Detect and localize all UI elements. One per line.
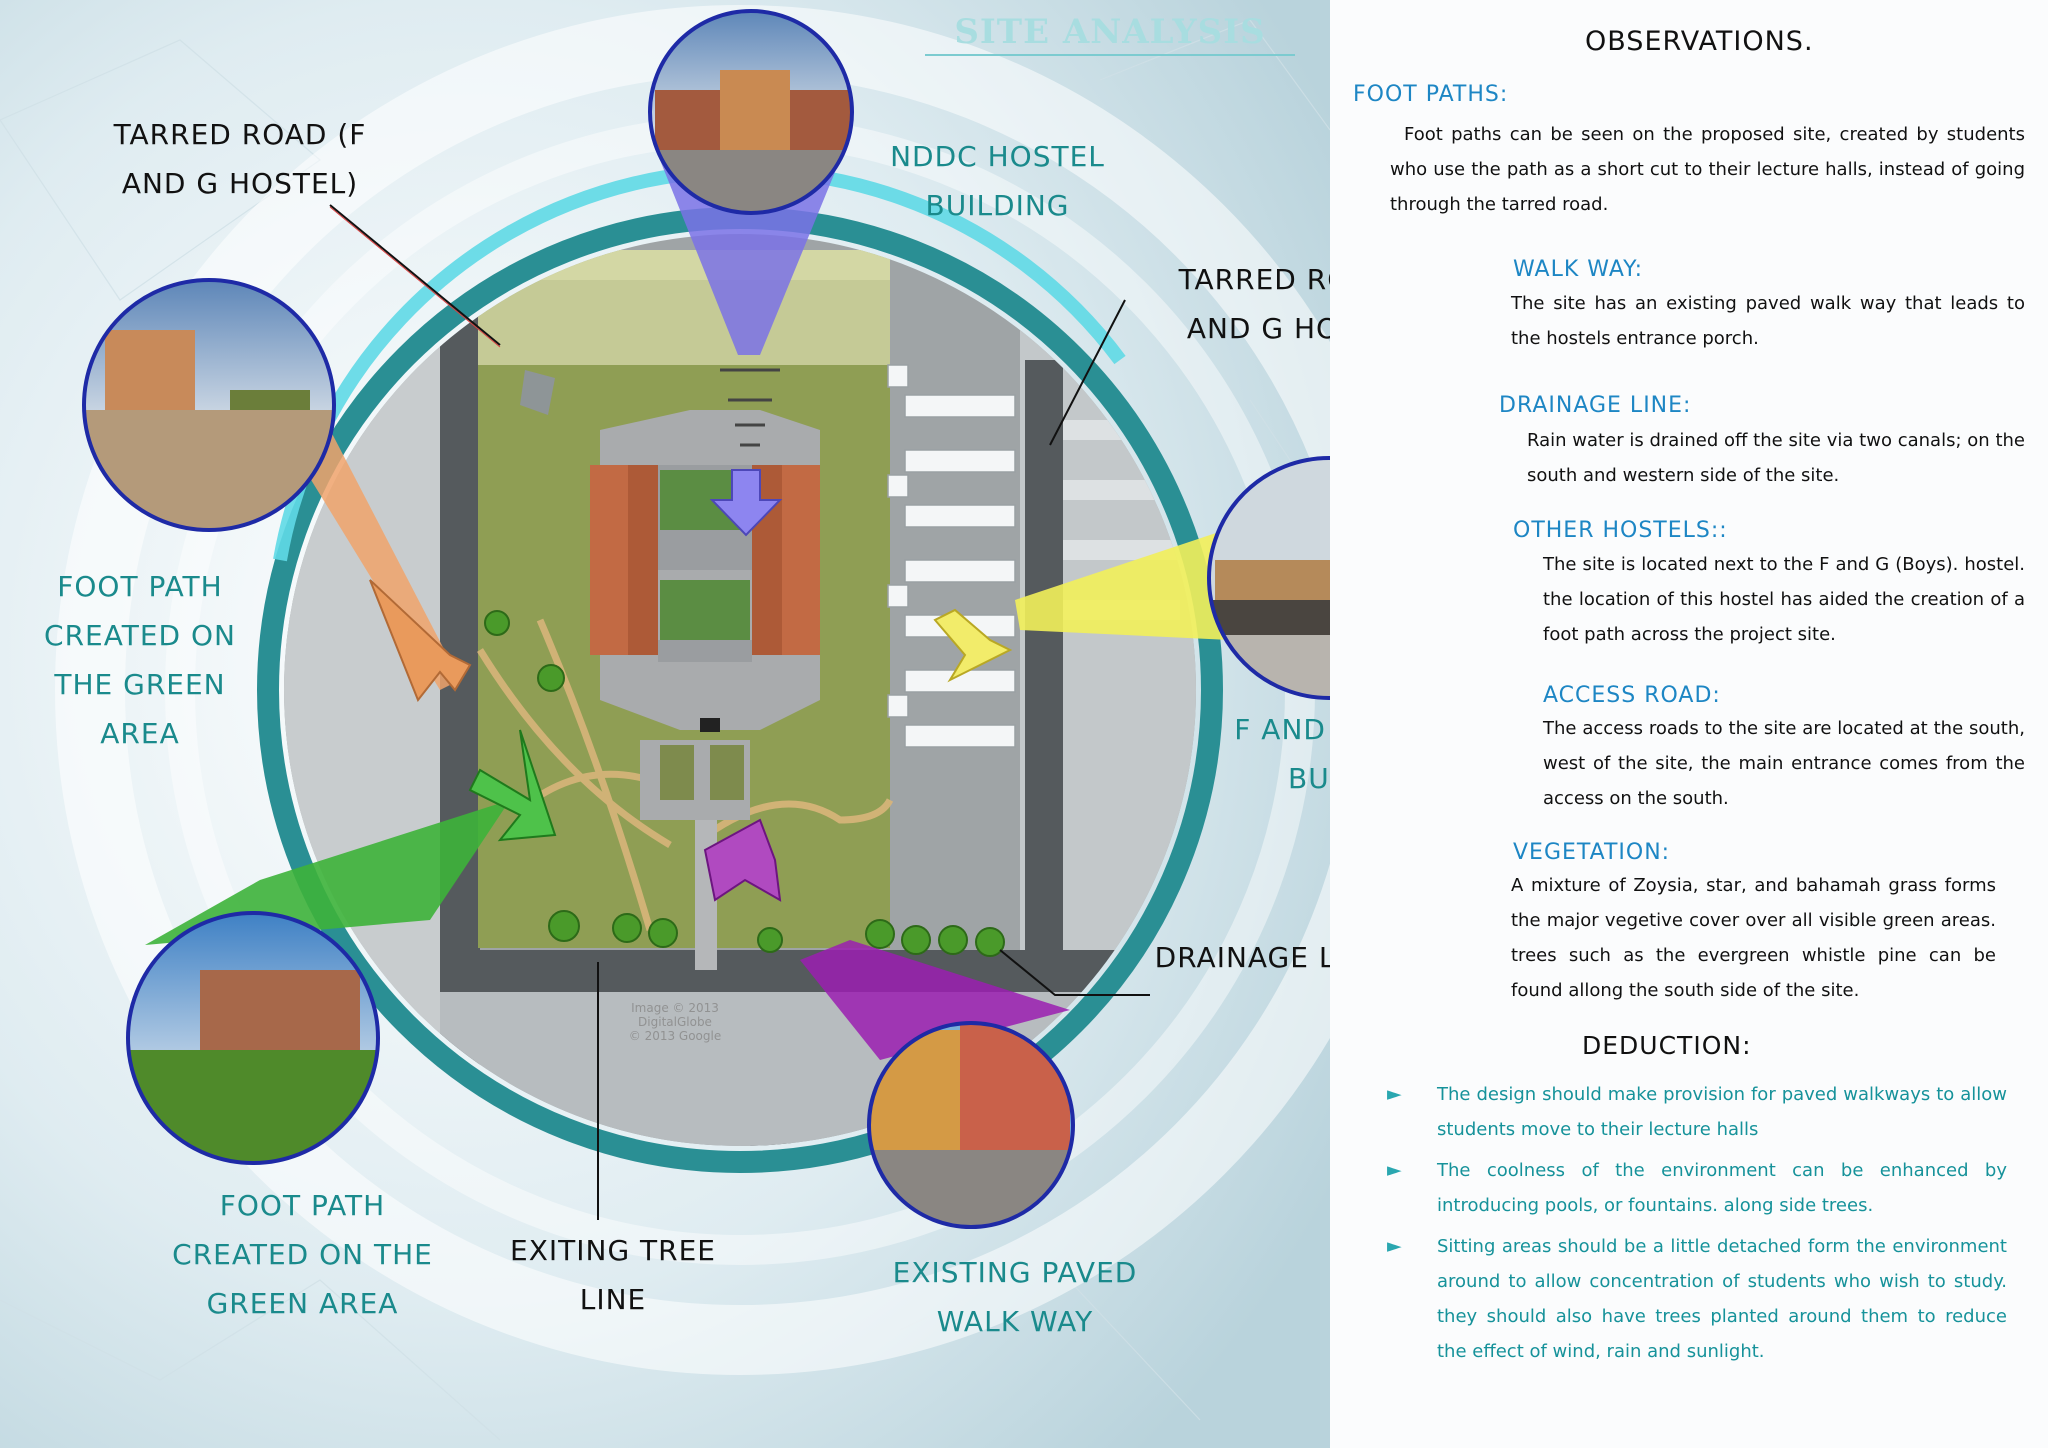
courtyard-south bbox=[660, 580, 750, 640]
photo-walkway bbox=[867, 1021, 1075, 1229]
text-vegetation: A mixture of Zoysia, star, and bahamah g… bbox=[1511, 875, 1996, 1001]
deduction-title: DEDUCTION: bbox=[1582, 1031, 1752, 1060]
text-access-road: The access roads to the site are located… bbox=[1543, 718, 2025, 809]
heading-foot-paths: FOOT PATHS: bbox=[1353, 82, 1509, 107]
heading-walk-way: WALK WAY: bbox=[1513, 257, 1644, 282]
fg-hostel-blocks bbox=[887, 364, 1016, 748]
east-road bbox=[1025, 360, 1063, 1000]
heading-other-hostels: OTHER HOSTELS:: bbox=[1513, 518, 1728, 543]
arrow-footpath-bottom bbox=[468, 729, 557, 842]
photo-foot-path-left bbox=[82, 278, 336, 532]
callout-walkway bbox=[703, 818, 1070, 1060]
photo-nddc-hostel bbox=[648, 9, 854, 215]
arrow-fg-hostel bbox=[933, 608, 1013, 683]
leader-accent bbox=[329, 206, 501, 348]
heading-vegetation: VEGETATION: bbox=[1513, 840, 1671, 865]
page-title: SITE ANALYSIS bbox=[954, 12, 1266, 52]
text-walk-way: The site has an existing paved walk way … bbox=[1511, 293, 2025, 349]
text-other-hostels: The site is located next to the F and G … bbox=[1543, 554, 2025, 645]
light-ring-arc bbox=[273, 163, 1126, 562]
heading-access-road: ACCESS ROAD: bbox=[1543, 683, 1721, 708]
text-foot-paths: Foot paths can be seen on the proposed s… bbox=[1390, 124, 2025, 215]
arrow-footpath-left bbox=[369, 579, 472, 702]
deduction-item: ►Sitting areas should be a little detach… bbox=[1385, 1229, 2007, 1369]
photo-foot-path-bottom bbox=[126, 911, 380, 1165]
hostel-wing-east bbox=[780, 465, 820, 655]
title-underline bbox=[925, 54, 1295, 56]
arrow-nddc bbox=[709, 469, 783, 537]
tree-line bbox=[484, 610, 1005, 957]
arrow-walkway bbox=[703, 818, 782, 902]
text-drainage-line: Rain water is drained off the site via t… bbox=[1527, 430, 2025, 486]
deduction-item: ►The design should make provision for pa… bbox=[1385, 1077, 2007, 1147]
observations-title: OBSERVATIONS. bbox=[1585, 26, 1814, 57]
callout-nddc bbox=[658, 155, 842, 537]
callout-fg-hostel bbox=[933, 525, 1240, 683]
observations-panel bbox=[1330, 0, 2048, 1448]
pointer-icon: ► bbox=[1387, 1083, 1402, 1105]
deduction-item: ►The coolness of the environment can be … bbox=[1385, 1153, 2007, 1223]
heading-drainage-line: DRAINAGE LINE: bbox=[1499, 393, 1692, 418]
pointer-icon: ► bbox=[1387, 1235, 1402, 1257]
deduction-list: ►The design should make provision for pa… bbox=[1385, 1077, 2007, 1375]
leader-lines bbox=[329, 204, 1150, 1220]
hostel-wing-west bbox=[590, 465, 630, 655]
pointer-icon: ► bbox=[1387, 1159, 1402, 1181]
callout-footpath-bottom bbox=[145, 729, 557, 945]
callout-footpath-left bbox=[305, 420, 472, 702]
imagery-credit: Image © 2013 DigitalGlobe © 2013 Google bbox=[628, 1001, 722, 1043]
